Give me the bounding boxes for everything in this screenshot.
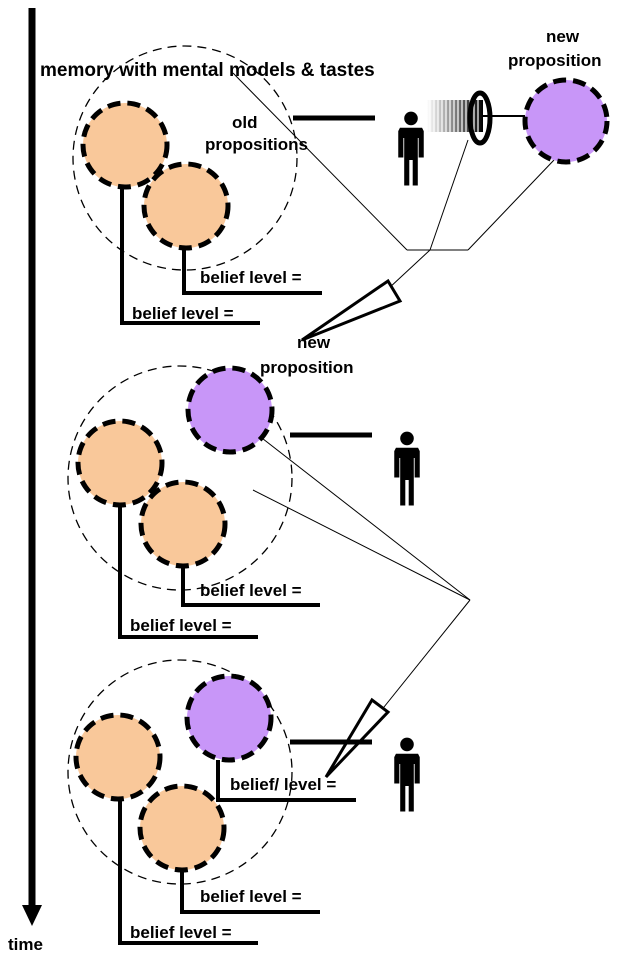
panel-1: memory with mental models & tastes old p… bbox=[40, 27, 610, 325]
belief-level-label: belief level = bbox=[200, 268, 302, 287]
time-axis: time bbox=[8, 8, 43, 954]
old-proposition-bubble bbox=[73, 712, 163, 802]
new-proposition-mid-label: proposition bbox=[260, 358, 353, 377]
connector-line bbox=[257, 434, 471, 601]
old-proposition-bubble bbox=[137, 783, 227, 873]
connector-line bbox=[387, 249, 431, 290]
connector-line bbox=[467, 159, 555, 251]
speaker-cone-icon bbox=[324, 697, 391, 779]
new-proposition-label: proposition bbox=[508, 51, 601, 70]
ear-icon bbox=[467, 90, 493, 146]
belief-bracket bbox=[118, 797, 258, 945]
old-proposition-bubble bbox=[75, 418, 165, 508]
memory-region bbox=[72, 45, 298, 271]
connector-line bbox=[252, 489, 471, 601]
belief-bracket bbox=[118, 503, 258, 639]
belief-level-label: belief level = bbox=[130, 923, 232, 942]
connector-line bbox=[232, 72, 408, 251]
belief-level-label: belief level = bbox=[132, 304, 234, 323]
belief-level-label: belief level = bbox=[200, 581, 302, 600]
new-proposition-bubble bbox=[184, 673, 274, 763]
new-proposition-mid-label: new bbox=[297, 333, 331, 352]
belief-level-label: belief/ level = bbox=[230, 775, 336, 794]
person-icon bbox=[398, 111, 424, 186]
person-icon bbox=[394, 737, 420, 812]
belief-level-label: belief level = bbox=[200, 887, 302, 906]
old-proposition-bubble bbox=[80, 100, 170, 190]
old-proposition-bubble bbox=[141, 161, 231, 251]
belief-bracket bbox=[180, 868, 320, 914]
old-proposition-bubble bbox=[138, 479, 228, 569]
connector-line bbox=[379, 599, 471, 713]
memory-label: memory with mental models & tastes bbox=[40, 60, 375, 81]
person-icon bbox=[394, 431, 420, 506]
connector-line bbox=[429, 139, 469, 251]
sound-waves-icon bbox=[427, 100, 483, 132]
panel-2: belief level = belief level = bbox=[67, 365, 471, 713]
new-proposition-bubble bbox=[185, 365, 275, 455]
belief-level-label: belief level = bbox=[130, 616, 232, 635]
belief-bracket bbox=[120, 185, 260, 325]
new-proposition-label: new bbox=[546, 27, 580, 46]
belief-bracket bbox=[216, 760, 356, 802]
old-propositions-label: old bbox=[232, 113, 258, 132]
panel-3: belief/ level = belief level = belief le… bbox=[67, 659, 420, 945]
old-propositions-label: propositions bbox=[205, 135, 308, 154]
belief-bracket bbox=[181, 564, 320, 607]
speaker-cone-icon bbox=[301, 278, 403, 342]
new-proposition-bubble bbox=[522, 77, 610, 165]
time-arrowhead bbox=[22, 905, 42, 926]
memory-region bbox=[67, 659, 293, 885]
time-label: time bbox=[8, 935, 43, 954]
memory-region bbox=[67, 365, 293, 591]
belief-bracket bbox=[182, 248, 322, 295]
